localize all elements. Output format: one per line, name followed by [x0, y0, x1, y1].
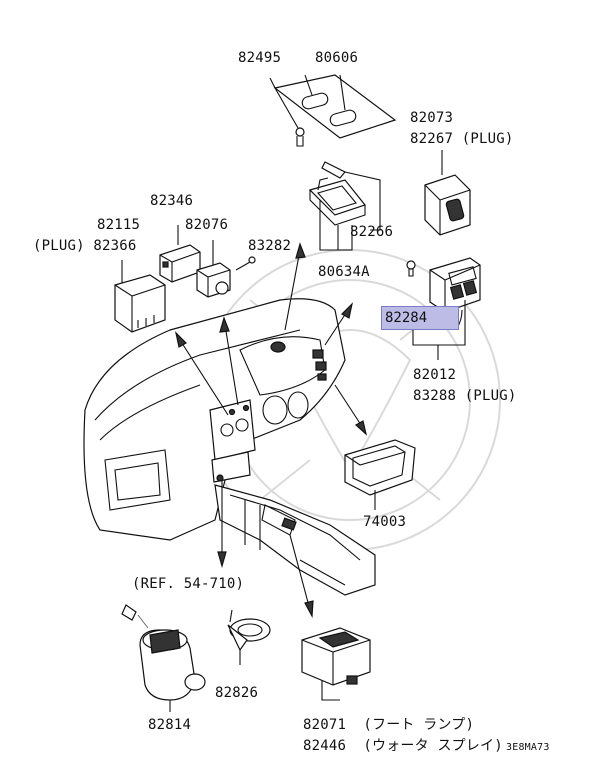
leader-arrows — [174, 242, 368, 619]
part-82071-foot-lamp — [301, 627, 371, 701]
callout-82012: 82012 — [413, 367, 457, 383]
part-80634a-lamp — [308, 177, 367, 251]
callout-82076: 82076 — [185, 217, 229, 233]
callout-ref-54-710: (REF. 54-710) — [132, 576, 245, 592]
callout-80634a: 80634A — [318, 264, 370, 280]
part-82826-clip — [227, 609, 271, 665]
callout-82267: 82267 (PLUG) — [410, 131, 514, 147]
diagram-code: 3E8MA73 — [506, 742, 550, 753]
callout-82115: 82115 — [97, 217, 141, 233]
callout-82284: 82284 — [385, 310, 428, 326]
callout-82073: 82073 — [410, 110, 454, 126]
callout-83288: 83288 (PLUG) — [413, 388, 517, 404]
part-82814-socket — [121, 604, 206, 712]
callout-74003: 74003 — [363, 514, 407, 530]
part-82495-screw — [269, 77, 305, 147]
callout-80606: 80606 — [315, 50, 359, 66]
callout-82266: 82266 — [350, 224, 394, 240]
callout-82495: 82495 — [238, 50, 282, 66]
part-82115-relay — [114, 260, 166, 333]
part-82266-bulb — [321, 161, 381, 231]
callout-82826: 82826 — [215, 685, 259, 701]
callout-82814: 82814 — [148, 717, 192, 733]
part-82076-switch — [196, 240, 231, 298]
highlighted-callout-82284[interactable]: 82284 — [381, 306, 459, 330]
part-83282-screw — [235, 256, 256, 271]
callout-82366: (PLUG) 82366 — [33, 238, 137, 254]
part-80606-plate — [273, 74, 397, 139]
part-82073-plug-switch — [424, 150, 471, 236]
dashboard-assembly — [83, 298, 376, 596]
part-74003-pocket — [344, 439, 416, 510]
callout-82346: 82346 — [150, 193, 194, 209]
part-82346-connector — [159, 225, 201, 283]
callout-83282: 83282 — [248, 238, 292, 254]
callout-82071: 82071 (フート ランプ) — [303, 717, 475, 733]
callout-82446: 82446 (ウォータ スプレイ) — [303, 738, 503, 754]
